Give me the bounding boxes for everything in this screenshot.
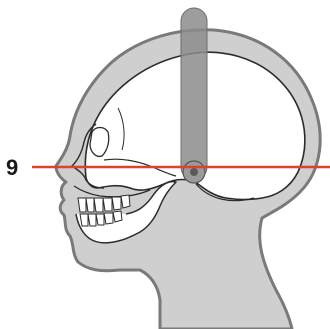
ear-rod [181,8,207,180]
ear-canal [190,168,198,176]
line-number-label: 9 [6,155,18,180]
